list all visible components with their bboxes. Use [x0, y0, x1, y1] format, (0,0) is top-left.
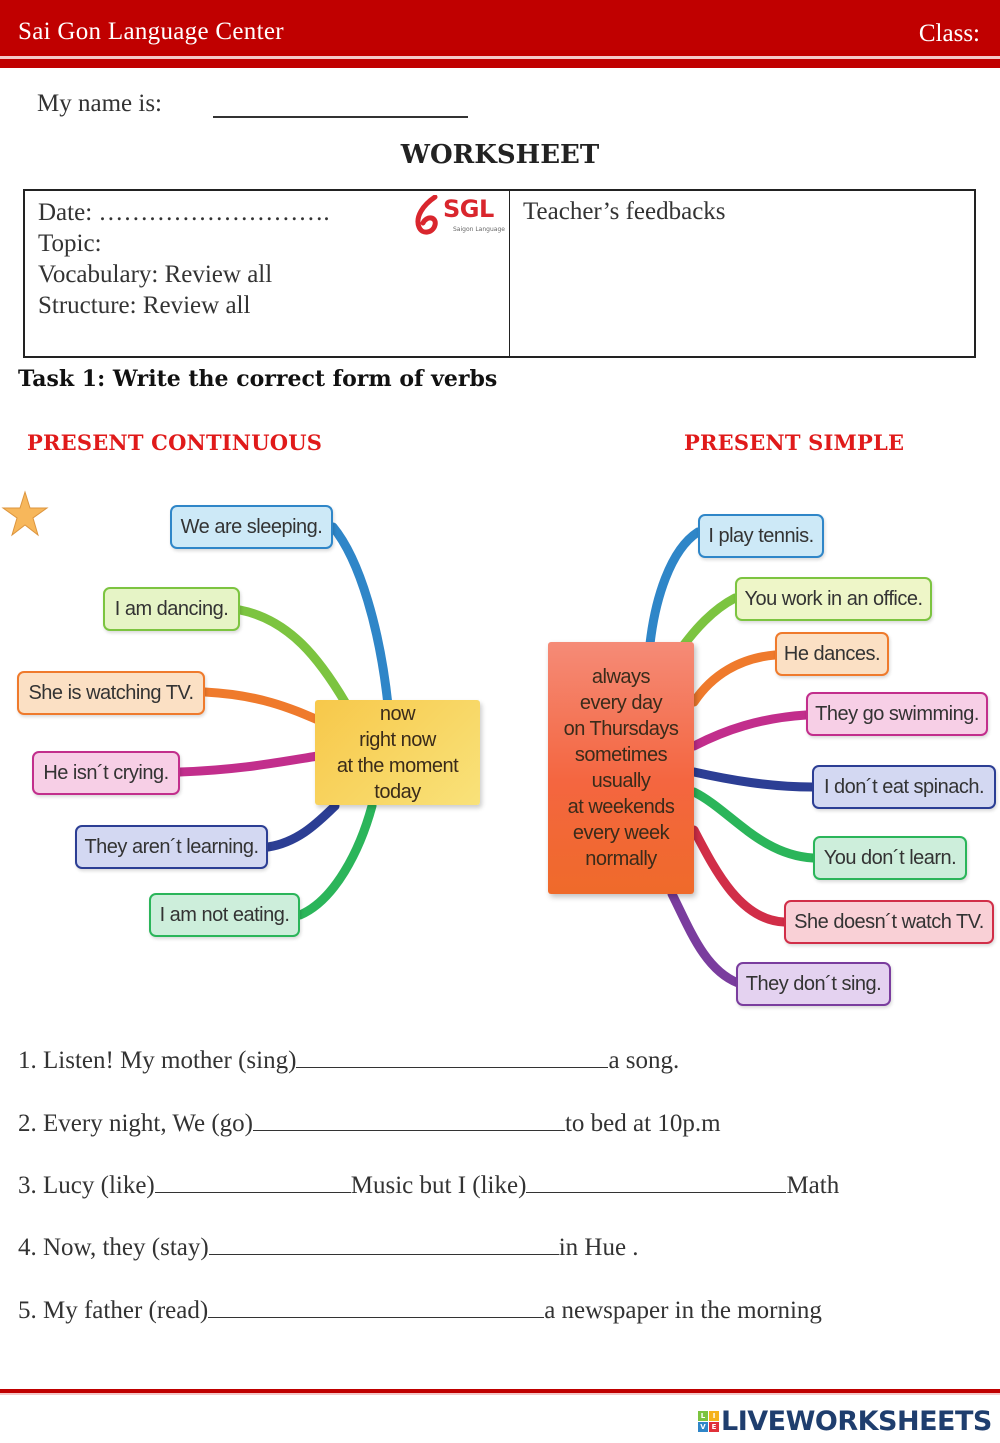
simple-example-7: She doesn´t watch TV. [784, 900, 994, 944]
logo-letter: E [709, 1421, 719, 1432]
exercise-suffix: to bed at 10p.m [564, 1110, 721, 1137]
simple-example-2: You work in an office. [735, 577, 932, 621]
header-divider-red [0, 59, 1000, 68]
footer-divider [0, 1389, 1000, 1393]
exercise-prompt: Lucy (like) [43, 1172, 155, 1199]
time-expression: today [374, 780, 421, 803]
exercise-number: 2. [18, 1110, 37, 1137]
answer-blank[interactable] [208, 1296, 545, 1318]
exercise-suffix: in Hue . [558, 1234, 639, 1261]
exercise-prompt: Every night, We (go) [43, 1110, 253, 1137]
time-expression: every day [579, 692, 663, 714]
simple-example-5: I don´t eat spinach. [812, 765, 996, 809]
continuous-example-2: I am dancing. [103, 587, 240, 631]
time-expression: right now [359, 728, 436, 751]
exercise-prompt: Now, they (stay) [43, 1234, 209, 1261]
exercise-prompt: Listen! My mother (sing) [43, 1047, 297, 1074]
present-continuous-heading: PRESENT CONTINUOUS [27, 430, 323, 455]
mind-map-diagram: We are sleeping. I am dancing. She is wa… [0, 490, 1000, 1020]
structure-label: Structure: Review all [38, 292, 251, 319]
vocabulary-label: Vocabulary: Review all [38, 261, 273, 288]
answer-blank[interactable] [252, 1109, 565, 1131]
liveworksheets-wordmark: LIVEWORKSHEETS [721, 1405, 992, 1437]
logo-letter: I [709, 1410, 719, 1421]
exercise-item: 2. Every night, We (go) to bed at 10p.m [18, 1109, 721, 1138]
exercise-number: 4. [18, 1234, 37, 1261]
teacher-feedback-label: Teacher’s feedbacks [523, 198, 726, 225]
answer-blank[interactable] [526, 1171, 787, 1193]
time-expression: sometimes [574, 744, 668, 766]
name-blank-field[interactable] [213, 116, 468, 118]
lesson-info-cell: Date: ………………………. Topic: Vocabulary: Revi… [25, 191, 510, 356]
simple-example-8: They don´t sing. [736, 962, 891, 1006]
exercise-item: 3. Lucy (like) Music but I (like) Math [18, 1171, 839, 1200]
worksheet-title: WORKSHEET [400, 140, 600, 170]
time-expression: usually [591, 770, 651, 792]
continuous-example-3: She is watching TV. [17, 671, 205, 715]
exercise-item: 5. My father (read) a newspaper in the m… [18, 1296, 822, 1325]
header-divider-light [0, 56, 1000, 59]
simple-time-expressions: always every day on Thursdays sometimes … [548, 642, 694, 894]
exercise-suffix: Math [786, 1172, 840, 1199]
date-field[interactable]: Date: ………………………. [38, 199, 330, 226]
exercise-item: 1. Listen! My mother (sing) a song. [18, 1046, 679, 1075]
sgl-logo: SGL Saigon Language [413, 195, 509, 239]
topic-label: Topic: [38, 230, 102, 257]
answer-blank[interactable] [208, 1233, 559, 1255]
sgl-logo-subtext: Saigon Language [453, 226, 505, 233]
sgl-swoosh-icon [415, 195, 438, 235]
simple-example-4: They go swimming. [806, 692, 988, 736]
exercise-item: 4. Now, they (stay) in Hue . [18, 1233, 639, 1262]
simple-example-1: I play tennis. [698, 514, 824, 558]
continuous-time-expressions: now right now at the moment today [315, 700, 480, 805]
simple-example-3: He dances. [775, 632, 889, 676]
liveworksheets-logo[interactable]: L I V E LIVEWORKSHEETS [698, 1405, 992, 1437]
sgl-logo-text: SGL [443, 195, 494, 223]
logo-letter: V [698, 1421, 708, 1432]
exercise-suffix: a song. [608, 1047, 680, 1074]
answer-blank[interactable] [296, 1046, 609, 1068]
continuous-example-6: I am not eating. [149, 893, 300, 937]
continuous-example-4: He isn´t crying. [32, 751, 180, 795]
name-label: My name is: [37, 90, 162, 117]
time-expression: on Thursdays [563, 718, 679, 740]
time-expression: now [379, 702, 416, 725]
time-expression: always [591, 666, 651, 688]
exercise-number: 3. [18, 1172, 37, 1199]
class-label: Class: [918, 20, 980, 47]
answer-blank[interactable] [154, 1171, 351, 1193]
info-box: Date: ………………………. Topic: Vocabulary: Revi… [23, 189, 976, 358]
time-expression: normally [585, 848, 657, 870]
star-icon [1, 490, 49, 537]
time-expression: every week [572, 822, 670, 844]
logo-letter: L [698, 1410, 708, 1421]
footer-divider-light [0, 1393, 1000, 1395]
time-expression: at the moment [336, 754, 459, 777]
mind-map-branches [175, 522, 818, 988]
exercise-suffix: a newspaper in the morning [544, 1297, 822, 1324]
time-expression: at weekends [567, 796, 675, 818]
exercise-number: 5. [18, 1297, 37, 1324]
school-name: Sai Gon Language Center [18, 18, 284, 45]
continuous-example-5: They aren´t learning. [75, 825, 268, 869]
continuous-example-1: We are sleeping. [170, 505, 333, 549]
present-simple-heading: PRESENT SIMPLE [684, 430, 905, 455]
liveworksheets-blocks-icon: L I V E [698, 1410, 719, 1432]
task-1-title: Task 1: Write the correct form of verbs [18, 366, 498, 392]
exercise-middle: Music but I (like) [350, 1172, 527, 1199]
exercise-number: 1. [18, 1047, 37, 1074]
simple-example-6: You don´t learn. [813, 836, 967, 880]
header-bar: Sai Gon Language Center Class: [0, 0, 1000, 56]
exercise-prompt: My father (read) [43, 1297, 209, 1324]
